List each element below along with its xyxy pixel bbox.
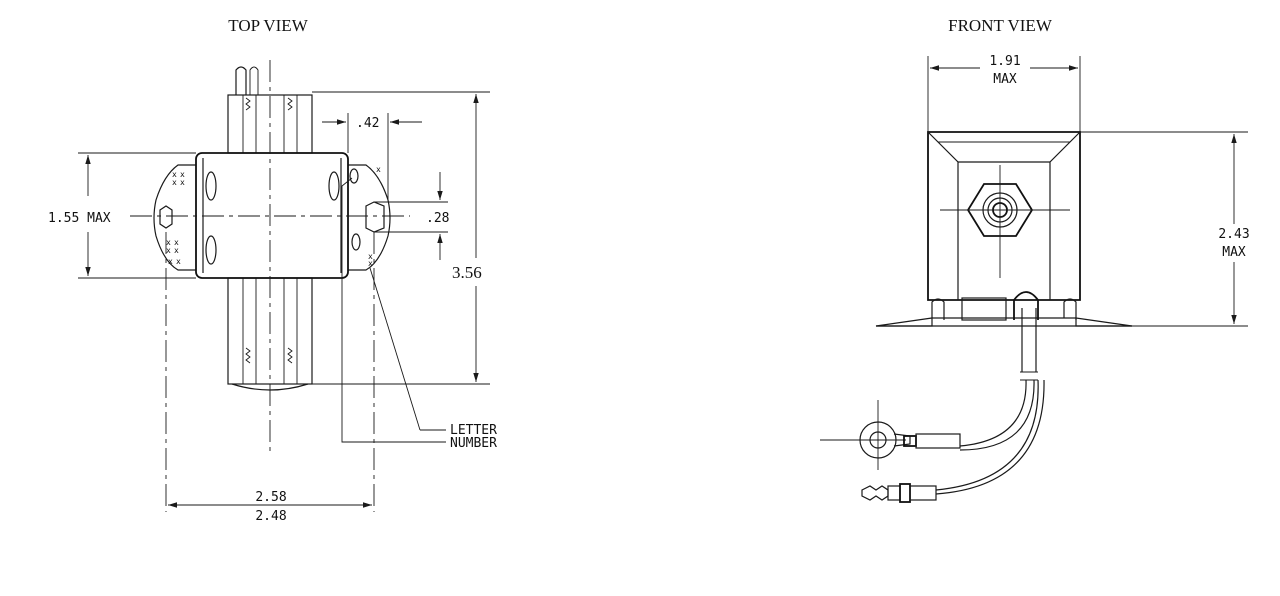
top-view-title: TOP VIEW bbox=[228, 16, 308, 35]
front-view: FRONT VIEW 1.91 MAX 2.43 MAX bbox=[820, 16, 1250, 503]
dim-tab-offset-label: .42 bbox=[356, 116, 379, 131]
svg-text:x: x bbox=[376, 165, 381, 174]
front-view-title: FRONT VIEW bbox=[948, 16, 1053, 35]
dim-1-55-max: 1.55 MAX bbox=[48, 152, 196, 279]
svg-text:x: x bbox=[180, 178, 185, 187]
terminal-stud bbox=[940, 165, 1070, 278]
filter-body bbox=[195, 152, 349, 279]
svg-text:x: x bbox=[172, 170, 177, 179]
dim-2-43-max: 2.43 MAX bbox=[1080, 131, 1250, 327]
dim-1-91-max: 1.91 MAX bbox=[927, 54, 1081, 132]
top-view: TOP VIEW x x bbox=[48, 16, 497, 524]
svg-text:x: x bbox=[368, 252, 373, 261]
dim-0-28: .28 bbox=[374, 172, 449, 260]
svg-text:x: x bbox=[174, 238, 179, 247]
callout-letter-label: LETTER bbox=[450, 423, 497, 438]
svg-text:x: x bbox=[180, 170, 185, 179]
svg-text:x: x bbox=[174, 246, 179, 255]
svg-text:x: x bbox=[166, 238, 171, 247]
lead-wire bbox=[935, 308, 1045, 495]
quick-connect-terminal bbox=[861, 483, 937, 503]
filter-housing bbox=[927, 131, 1081, 301]
right-mounting-tab: x x x bbox=[348, 164, 391, 271]
svg-text:x: x bbox=[172, 178, 177, 187]
dim-3-56: 3.56 bbox=[312, 91, 490, 385]
svg-text:x: x bbox=[166, 246, 171, 255]
svg-text:x: x bbox=[168, 257, 173, 266]
dim-2-58-2-48: 2.58 2.48 bbox=[165, 232, 375, 524]
marking-callout: LETTER NUMBER bbox=[341, 177, 497, 451]
callout-number-label: NUMBER bbox=[450, 436, 497, 451]
ring-terminal bbox=[820, 400, 961, 470]
svg-text:x: x bbox=[368, 259, 373, 268]
dim-mount-lower-label: 2.48 bbox=[255, 509, 286, 524]
left-mounting-tab: x x x x x x x x x x bbox=[153, 164, 196, 271]
dim-front-width-value: 1.91 bbox=[989, 54, 1020, 69]
dim-front-width-suffix: MAX bbox=[993, 72, 1017, 87]
dim-0-42: .42 bbox=[322, 113, 422, 200]
mounting-base bbox=[875, 291, 1133, 327]
dim-front-height-suffix: MAX bbox=[1222, 245, 1246, 260]
dim-mount-upper-label: 2.58 bbox=[255, 490, 286, 505]
dim-front-height-value: 2.43 bbox=[1218, 227, 1249, 242]
dim-height-label: 3.56 bbox=[452, 263, 482, 282]
dim-width-max-label: 1.55 MAX bbox=[48, 211, 111, 226]
svg-text:x: x bbox=[176, 257, 181, 266]
dim-hole-label: .28 bbox=[426, 211, 449, 226]
